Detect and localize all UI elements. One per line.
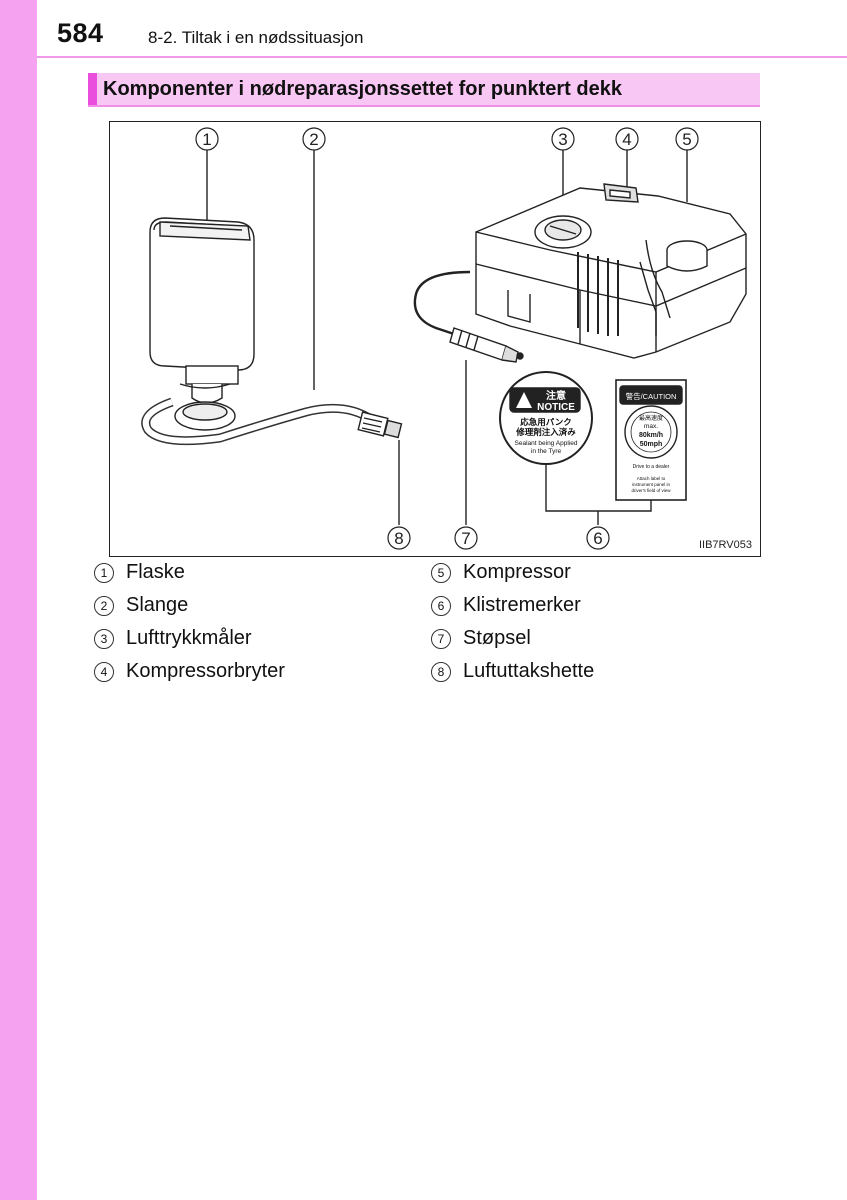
legend-number: 2 xyxy=(94,595,114,616)
callout-2-circle xyxy=(302,127,326,151)
notice-line3: Sealant being Applied xyxy=(515,440,578,447)
legend-number: 8 xyxy=(431,661,451,682)
section-title: Komponenter i nødreparasjonssettet for p… xyxy=(103,78,622,100)
callout-6-label: 6 xyxy=(593,529,602,548)
notice-line1: 応急用パンク xyxy=(519,417,571,427)
caution-kanji: 最高速度 xyxy=(639,414,663,422)
legend-label: Kompressorbryter xyxy=(126,660,285,682)
callout-7-circle xyxy=(454,526,478,550)
callout-2-label: 2 xyxy=(309,130,318,149)
header-rule xyxy=(37,56,847,58)
legend-number: 1 xyxy=(94,562,114,583)
callout-4-label: 4 xyxy=(622,130,631,149)
legend-label: Kompressor xyxy=(463,561,571,583)
running-header: 8-2. Tiltak i en nødssituasjon xyxy=(148,28,364,47)
legend-item: 1 Flaske xyxy=(94,561,185,587)
callout-1-circle xyxy=(195,127,219,151)
legend-label: Flaske xyxy=(126,561,185,583)
heading-accent-bar xyxy=(88,73,97,105)
callout-7-label: 7 xyxy=(461,529,470,548)
legend-item: 3 Lufttrykkmåler xyxy=(94,627,252,653)
legend-number: 5 xyxy=(431,562,451,583)
sealant-hose xyxy=(141,397,403,446)
callout-8-circle xyxy=(387,526,411,550)
legend-label: Klistremerker xyxy=(463,594,581,616)
callout-5-label: 5 xyxy=(682,130,691,149)
side-color-bar xyxy=(0,0,37,1200)
repair-kit-illustration: 1 2 3 4 5 6 7 8 注意 NOTICE 応急用パンク 修理剤注入済み… xyxy=(109,121,761,557)
callout-4-circle xyxy=(615,127,639,151)
caution-attach3: driver's field of view xyxy=(631,488,671,493)
callout-1-label: 1 xyxy=(202,130,211,149)
caution-max: max. xyxy=(644,423,658,430)
power-cable-and-plug xyxy=(413,270,524,363)
caution-mph: 50mph xyxy=(640,441,663,448)
legend-label: Slange xyxy=(126,594,189,616)
legend-label: Lufttrykkmåler xyxy=(126,627,252,649)
legend-item: 7 Støpsel xyxy=(431,627,531,653)
illustration-svg: 1 2 3 4 5 6 7 8 注意 NOTICE 応急用パンク 修理剤注入済み… xyxy=(141,127,747,550)
notice-line4: in the Tyre xyxy=(531,448,562,455)
legend-label: Støpsel xyxy=(463,627,531,649)
compressor-body xyxy=(475,183,747,359)
notice-sticker xyxy=(499,371,593,465)
legend-item: 2 Slange xyxy=(94,594,188,620)
legend-number: 7 xyxy=(431,628,451,649)
legend-item: 5 Kompressor xyxy=(431,561,571,587)
caution-drive: Drive to a dealer xyxy=(633,464,670,470)
legend-number: 4 xyxy=(94,661,114,682)
callout-3-label: 3 xyxy=(558,130,567,149)
callout-6-circle xyxy=(586,526,610,550)
caution-sticker xyxy=(615,379,687,501)
legend-item: 8 Luftuttakshette xyxy=(431,660,594,686)
caution-attach1: Attach label to xyxy=(637,476,666,481)
legend-label: Luftuttakshette xyxy=(463,660,595,682)
page-number: 584 xyxy=(57,18,104,48)
notice-line2: 修理剤注入済み xyxy=(515,427,576,437)
caution-attach2: instrument panel in xyxy=(632,482,671,487)
caution-kmh: 80km/h xyxy=(639,432,663,439)
legend-item: 4 Kompressorbryter xyxy=(94,660,285,686)
notice-word: NOTICE xyxy=(537,402,575,413)
figure-code: IIB7RV053 xyxy=(698,539,752,551)
callout-8-label: 8 xyxy=(394,529,403,548)
callout-5-circle xyxy=(675,127,699,151)
sealant-bottle xyxy=(149,217,255,431)
legend-item: 6 Klistremerker xyxy=(431,594,581,620)
caution-header: 警告/CAUTION xyxy=(626,391,677,401)
legend-number: 6 xyxy=(431,595,451,616)
callout-3-circle xyxy=(551,127,575,151)
section-heading: Komponenter i nødreparasjonssettet for p… xyxy=(88,73,760,107)
notice-kanji: 注意 xyxy=(546,389,566,402)
legend-number: 3 xyxy=(94,628,114,649)
